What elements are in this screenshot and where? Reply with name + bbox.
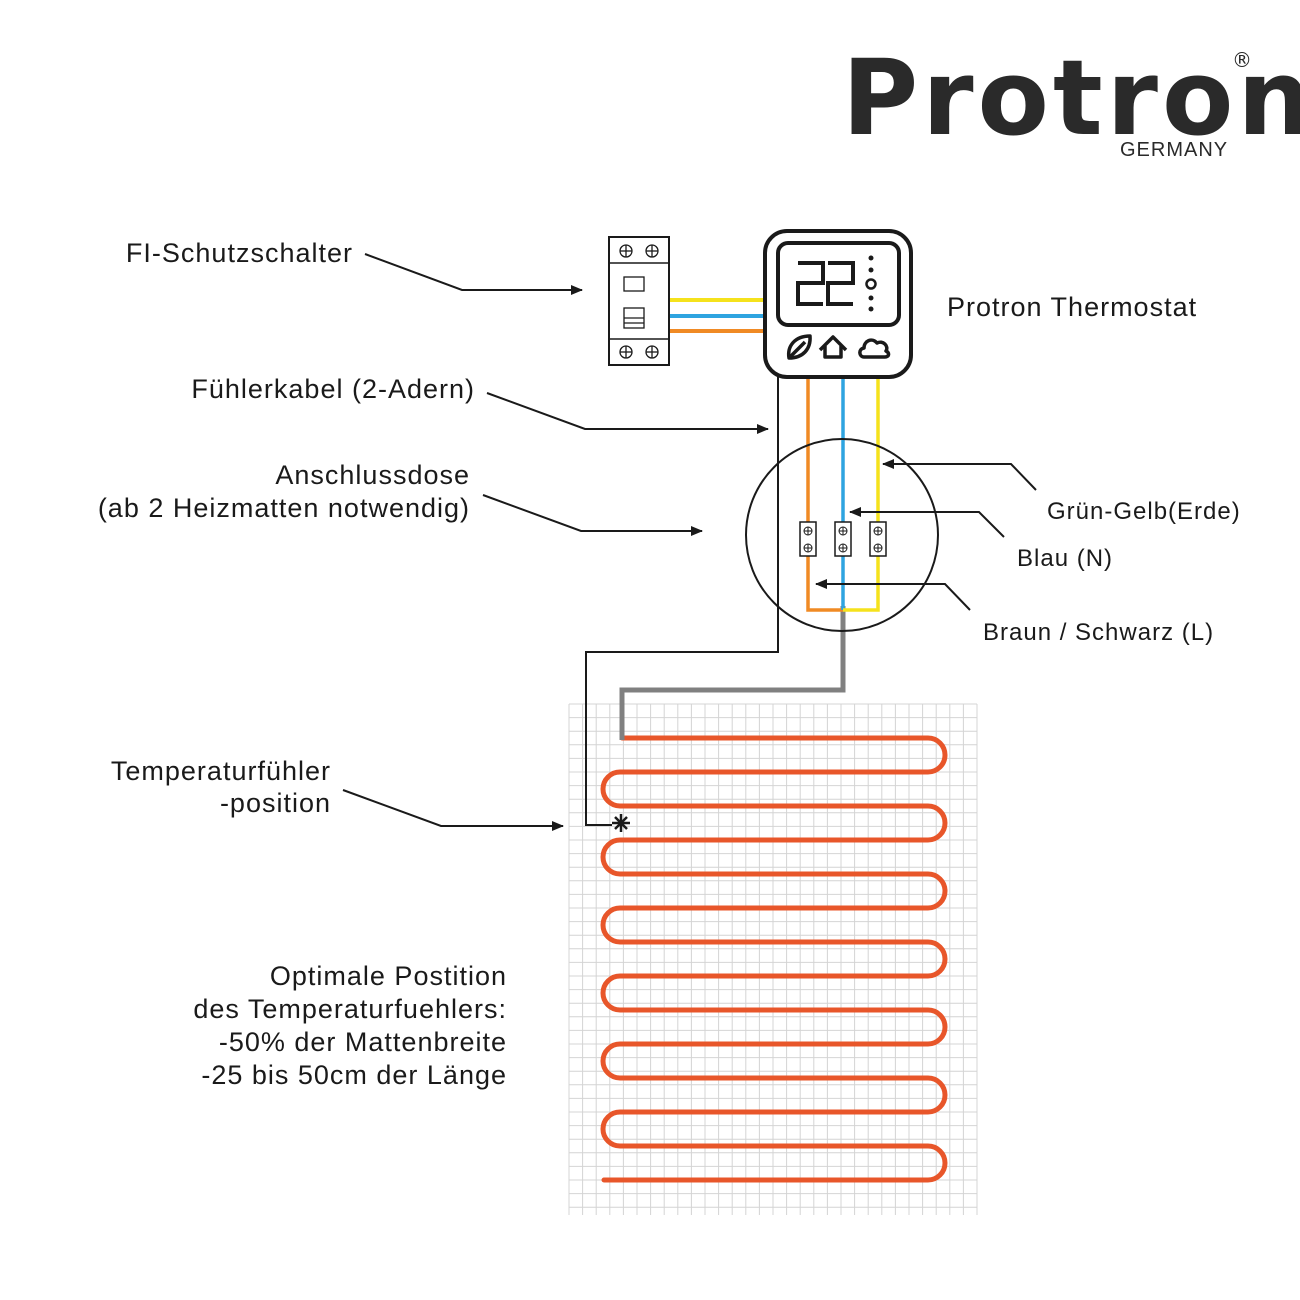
sensor-position-label: Temperaturfühler — [110, 756, 331, 786]
live-wire — [806, 378, 843, 612]
leaf-icon — [786, 334, 812, 360]
thermostat-label: Protron Thermostat — [947, 292, 1198, 322]
note-line-4: -25 bis 50cm der Länge — [201, 1060, 507, 1090]
note-line-2: des Temperaturfuehlers: — [193, 994, 507, 1024]
earth-pointer — [882, 459, 1037, 491]
heating-mat-grid — [568, 703, 978, 1215]
fi-switch-label: FI-Schutzschalter — [125, 238, 353, 268]
live-label: Braun / Schwarz (L) — [983, 619, 1215, 646]
brand-subtitle: GERMANY — [1120, 139, 1229, 161]
brand-logo: Protron — [842, 37, 1300, 159]
sensor-cable — [585, 376, 779, 826]
thermostat-display-digits — [796, 261, 855, 306]
earth-label: Grün-Gelb(Erde) — [1047, 498, 1241, 525]
terminal-earth — [869, 521, 887, 557]
note-line-1: Optimale Postition — [269, 961, 507, 991]
cloud-icon — [858, 338, 891, 359]
thermostat — [763, 229, 913, 379]
earth-wire — [843, 378, 880, 612]
terminal-neutral — [834, 521, 852, 557]
junction-box-note: (ab 2 Heizmatten notwendig) — [97, 493, 470, 523]
junction-box — [745, 438, 939, 632]
fi-switch — [608, 236, 670, 366]
fi-switch-pointer — [364, 253, 583, 295]
thermostat-indicator-dots — [865, 255, 877, 312]
terminal-live — [799, 521, 817, 557]
sensor-cable-pointer — [486, 392, 769, 434]
neutral-label: Blau (N) — [1017, 545, 1114, 572]
sensor-cable-label: Fühlerkabel (2-Adern) — [191, 374, 475, 404]
registered-mark: ® — [1232, 48, 1252, 72]
neutral-pointer — [849, 507, 1005, 538]
junction-box-label: Anschlussdose — [275, 460, 470, 490]
note-line-3: -50% der Mattenbreite — [218, 1027, 507, 1057]
sensor-position-label-2: -position — [219, 788, 331, 818]
supply-cable — [619, 606, 846, 740]
heating-cable — [600, 735, 948, 1183]
junction-box-pointer — [482, 494, 703, 536]
sensor-position-pointer — [342, 789, 564, 831]
home-icon — [818, 335, 848, 359]
live-pointer — [815, 579, 971, 611]
temperature-sensor-icon — [612, 814, 630, 832]
